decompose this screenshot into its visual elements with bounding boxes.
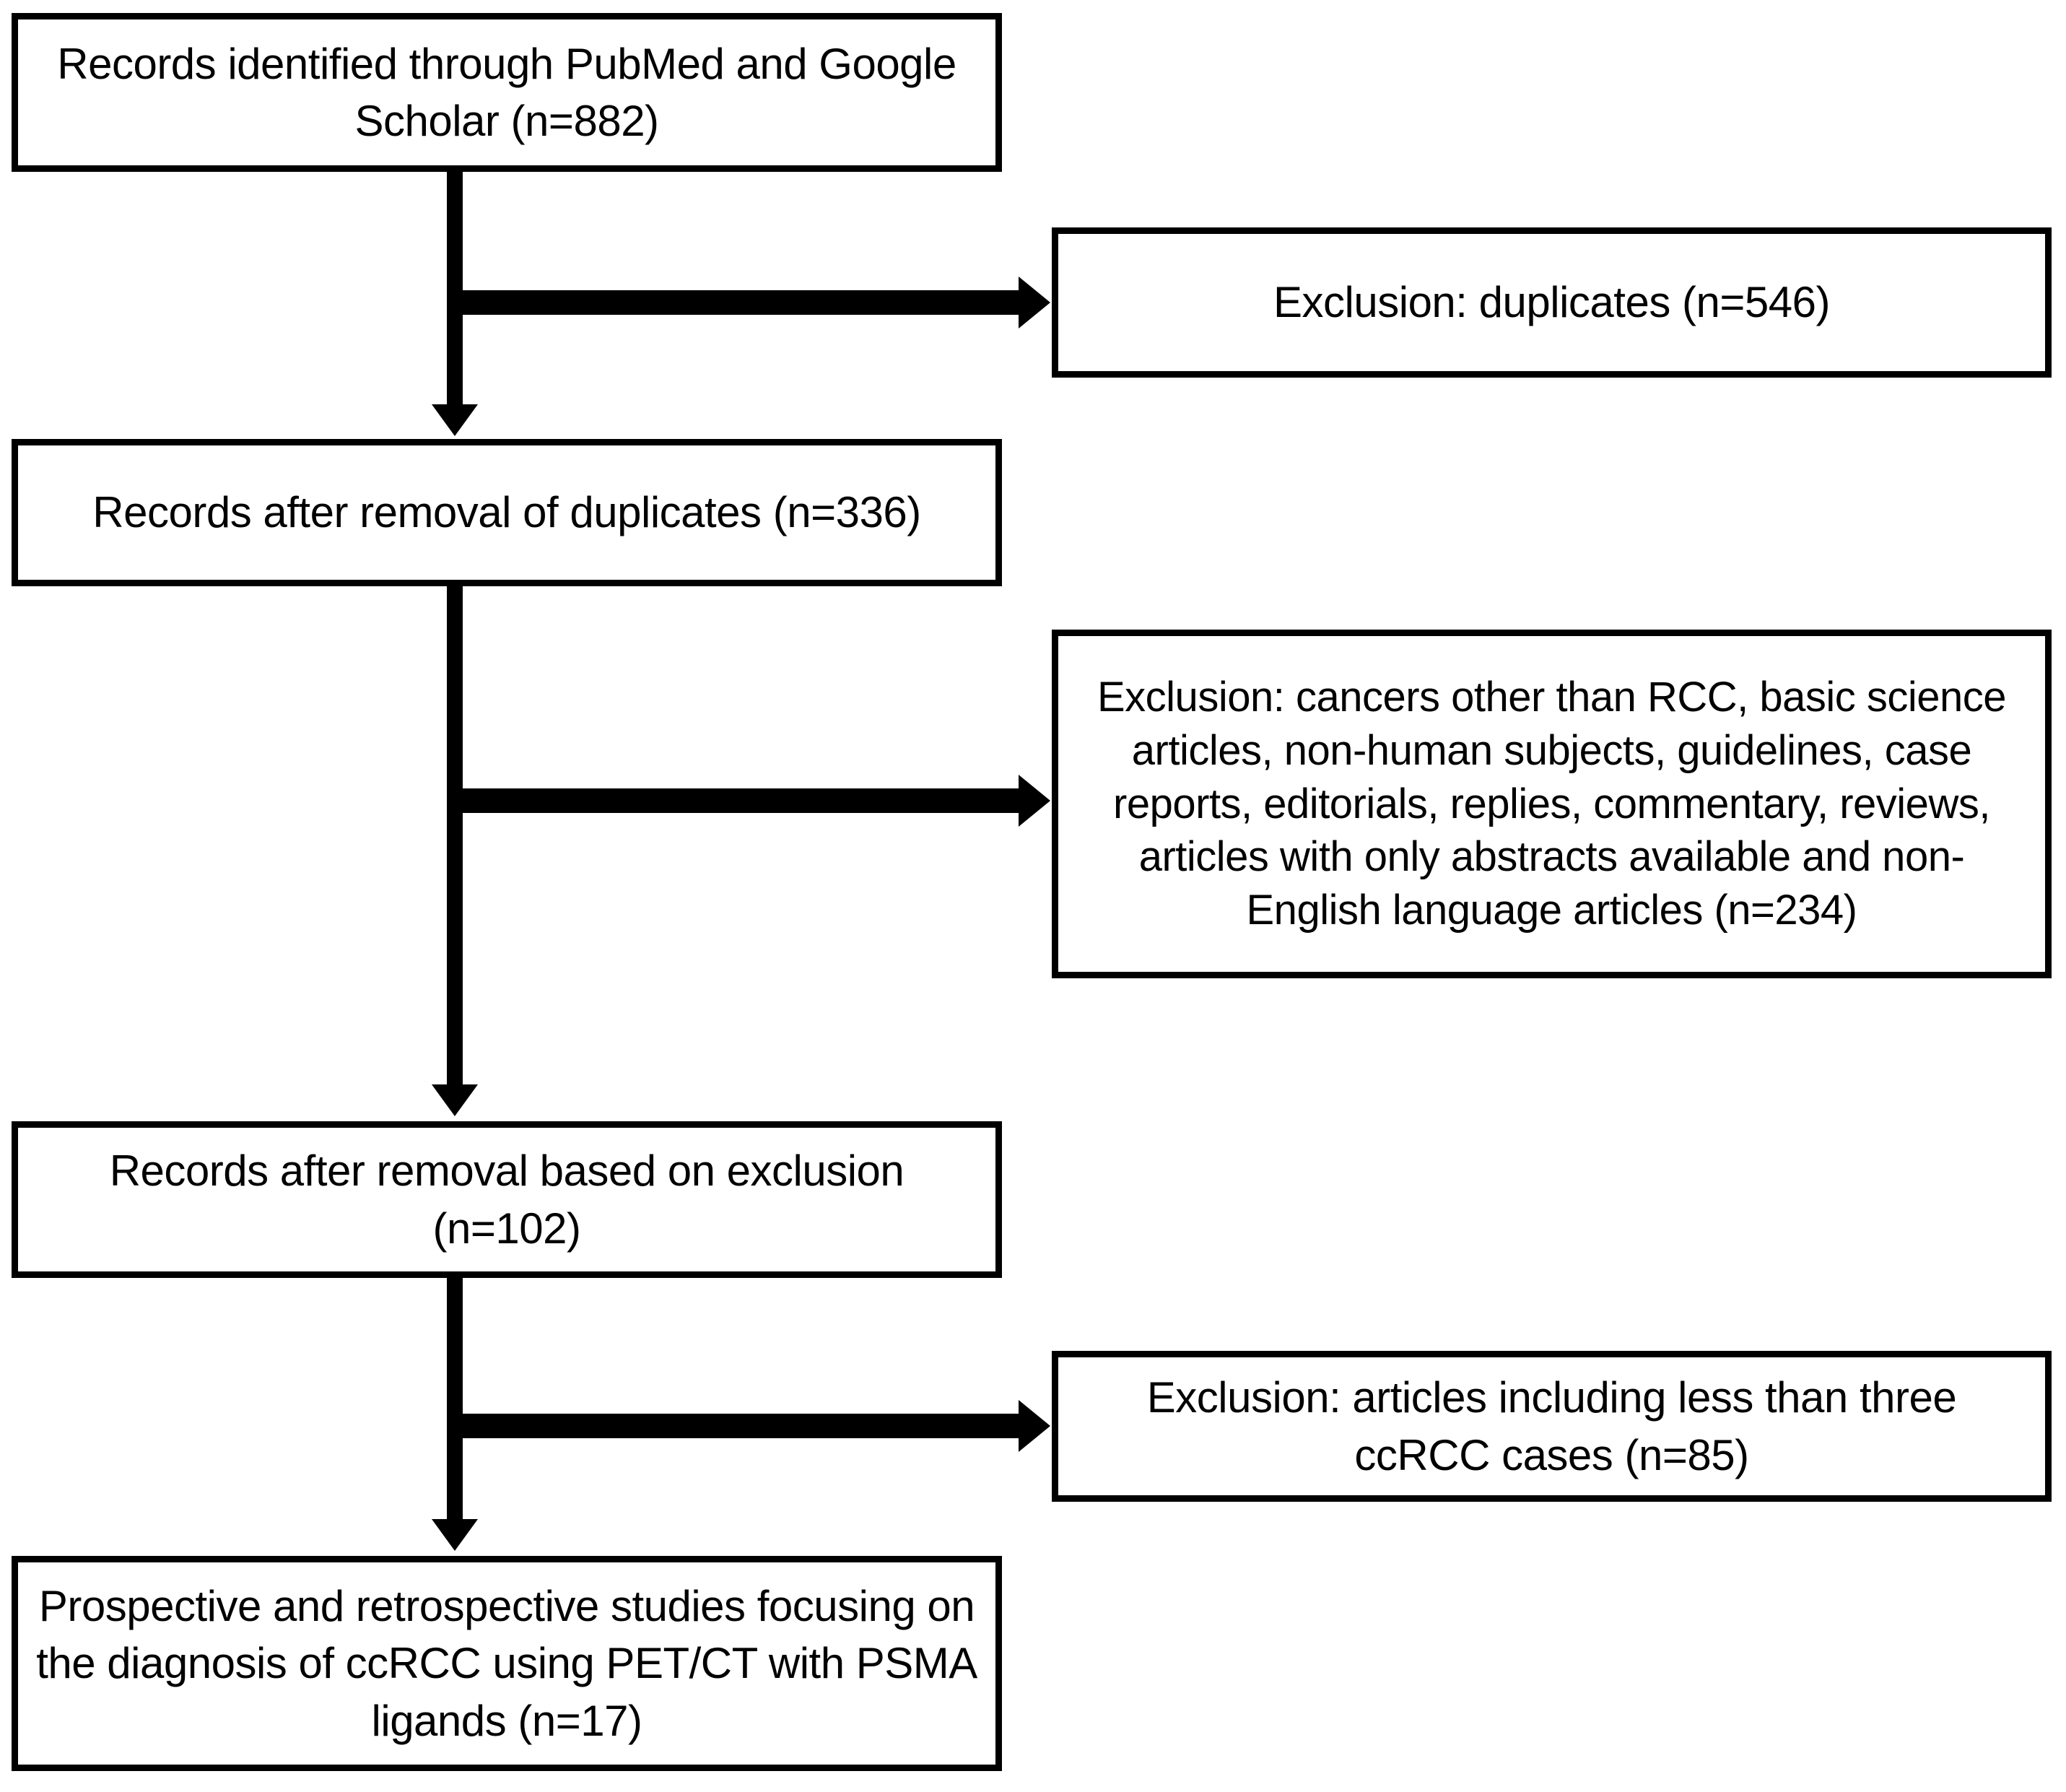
connector-after-exclusion-to-exclusion-few-cases	[447, 1414, 1020, 1438]
arrowhead-down-to-included	[432, 1519, 478, 1551]
arrowhead-right-to-exclusion-few-cases	[1019, 1400, 1050, 1452]
node-records-identified: Records identified through PubMed and Go…	[12, 13, 1002, 172]
arrowhead-down-to-after-duplicates	[432, 404, 478, 436]
arrowhead-right-to-exclusion-criteria	[1019, 775, 1050, 827]
node-records-identified-label: Records identified through PubMed and Go…	[57, 39, 956, 145]
arrowhead-down-to-after-exclusion	[432, 1084, 478, 1116]
node-records-after-exclusion-label: Records after removal based on exclusion…	[109, 1147, 905, 1253]
connector-after-duplicates-to-exclusion-criteria	[447, 788, 1020, 813]
connector-identified-to-exclusion-duplicates	[447, 290, 1020, 315]
node-exclusion-few-cases: Exclusion: articles including less than …	[1052, 1351, 2052, 1502]
node-records-after-exclusion: Records after removal based on exclusion…	[12, 1121, 1002, 1278]
node-included-studies-label: Prospective and retrospective studies fo…	[36, 1582, 977, 1745]
node-exclusion-duplicates-label: Exclusion: duplicates (n=546)	[1273, 278, 1830, 327]
connector-after-exclusion-to-included	[447, 1278, 463, 1525]
node-included-studies: Prospective and retrospective studies fo…	[12, 1556, 1002, 1771]
arrowhead-right-to-exclusion-duplicates	[1019, 277, 1050, 329]
node-records-after-duplicates-label: Records after removal of duplicates (n=3…	[92, 488, 921, 537]
node-exclusion-duplicates: Exclusion: duplicates (n=546)	[1052, 227, 2052, 378]
node-exclusion-criteria-label: Exclusion: cancers other than RCC, basic…	[1097, 674, 2007, 934]
node-records-after-duplicates: Records after removal of duplicates (n=3…	[12, 439, 1002, 586]
connector-after-duplicates-to-after-exclusion	[447, 586, 463, 1090]
node-exclusion-criteria: Exclusion: cancers other than RCC, basic…	[1052, 630, 2052, 978]
node-exclusion-few-cases-label: Exclusion: articles including less than …	[1146, 1373, 1957, 1479]
